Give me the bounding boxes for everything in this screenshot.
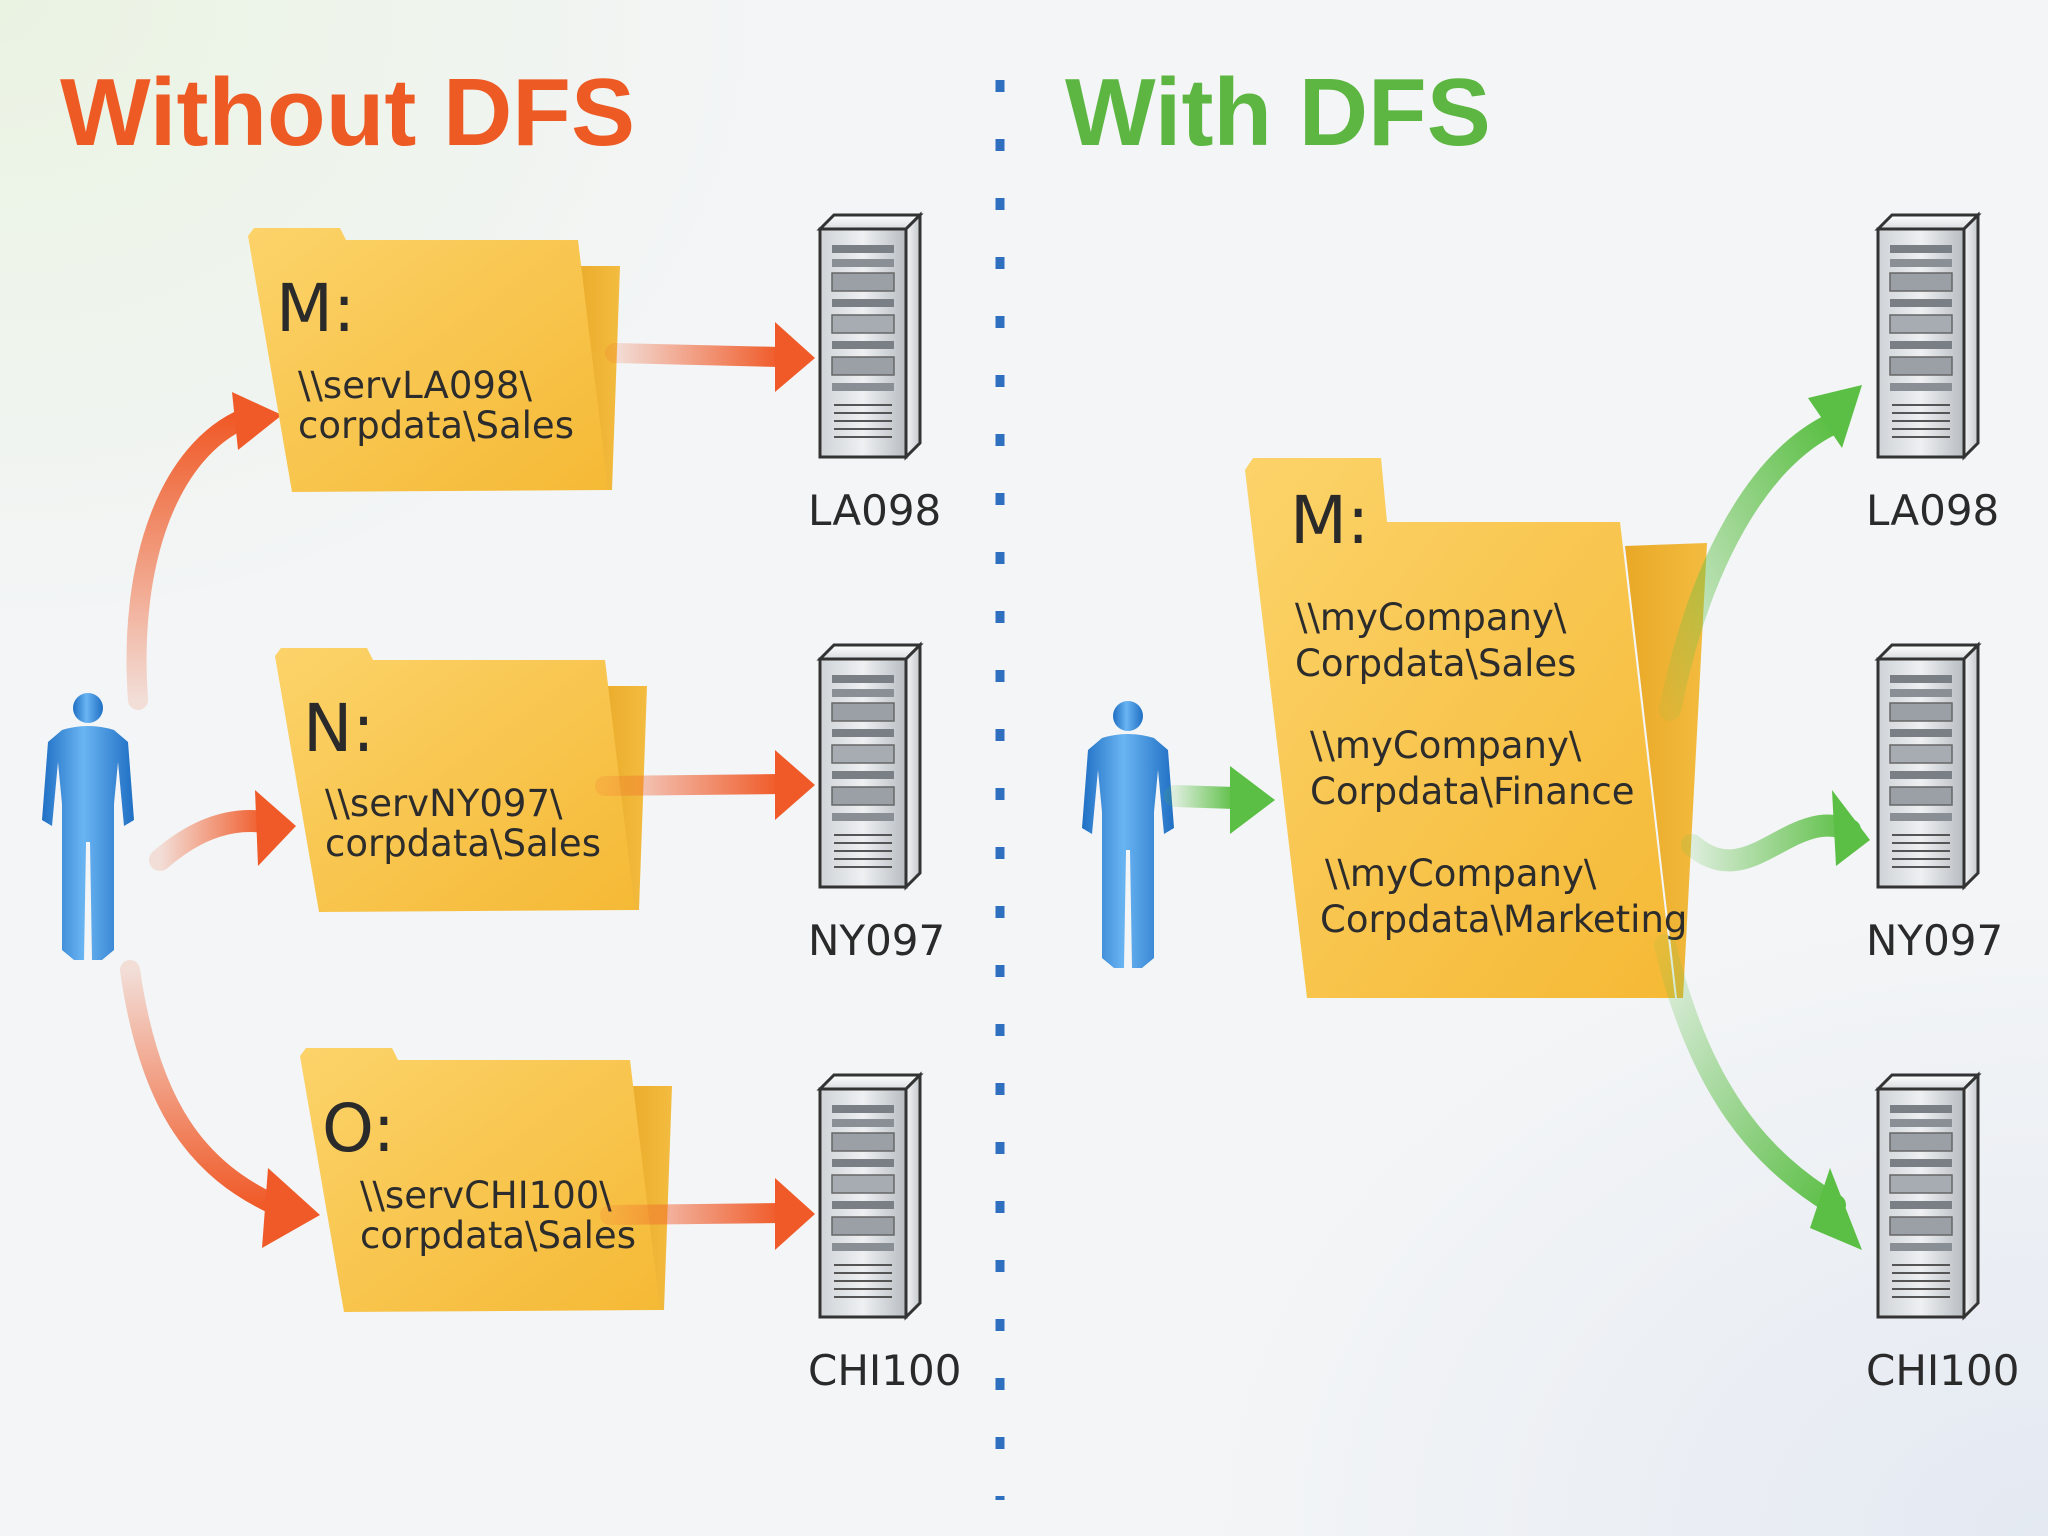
dfs-path-marketing-line1: \\myCompany\ xyxy=(1325,852,1597,895)
server-la098-right xyxy=(1876,213,1980,459)
arrow-user-to-n-drive xyxy=(149,810,276,871)
folder-path-line2: corpdata\Sales xyxy=(325,822,601,865)
arrowhead-chi100-right xyxy=(1810,1168,1862,1250)
arrowhead-chi100 xyxy=(775,1178,815,1250)
server-chi100-left xyxy=(818,1073,922,1319)
user-figure-right xyxy=(1082,701,1174,968)
dfs-path-sales-line1: \\myCompany\ xyxy=(1295,596,1567,639)
server-label-la098-left: LA098 xyxy=(808,486,941,535)
arrowhead-ny097 xyxy=(775,750,815,820)
folder-o-drive: O: \\servCHI100\ corpdata\Sales xyxy=(300,1048,672,1312)
folder-path-line1: \\servNY097\ xyxy=(325,782,563,825)
arrow-m-to-la098 xyxy=(605,343,790,367)
drive-letter: M: xyxy=(1290,482,1369,559)
left-folder-server-arrows xyxy=(595,322,815,1250)
dfs-path-marketing-line2: Corpdata\Marketing xyxy=(1320,898,1687,941)
folder-m-drive: M: \\servLA098\ corpdata\Sales xyxy=(248,228,620,492)
server-label-la098-right: LA098 xyxy=(1866,486,1999,535)
arrow-dfs-to-ny097 xyxy=(1681,814,1861,872)
arrowhead-ny097-right xyxy=(1832,790,1870,866)
arrowhead-la098-right xyxy=(1808,385,1862,448)
arrow-user-to-o-drive xyxy=(120,960,285,1215)
folder-path-line1: \\servCHI100\ xyxy=(360,1174,612,1217)
arrow-dfs-to-chi100 xyxy=(1654,934,1846,1216)
arrowhead-n-drive xyxy=(255,790,296,866)
dfs-path-finance-line1: \\myCompany\ xyxy=(1310,724,1582,767)
arrow-o-to-chi100 xyxy=(600,1203,790,1225)
server-chi100-right xyxy=(1876,1073,1980,1319)
server-label-ny097-left: NY097 xyxy=(808,916,945,965)
drive-letter: N: xyxy=(303,690,375,767)
server-ny097-left xyxy=(818,643,922,889)
folder-path-line2: corpdata\Sales xyxy=(360,1214,636,1257)
arrowhead-o-drive xyxy=(262,1168,320,1248)
dfs-path-finance-line2: Corpdata\Finance xyxy=(1310,770,1635,813)
arrow-user-to-dfs-folder xyxy=(1164,766,1275,834)
user-figure-left xyxy=(42,693,134,960)
server-label-chi100-left: CHI100 xyxy=(808,1346,961,1395)
dfs-namespace-folder: M: \\myCompany\ Corpdata\Sales \\myCompa… xyxy=(1245,458,1707,998)
with-dfs-title: With DFS xyxy=(1065,59,1491,166)
server-ny097-right xyxy=(1876,643,1980,889)
left-user-arrows xyxy=(120,392,320,1248)
dfs-path-sales-line2: Corpdata\Sales xyxy=(1295,642,1576,685)
server-la098-left xyxy=(818,213,922,459)
server-label-chi100-right: CHI100 xyxy=(1866,1346,2019,1395)
arrow-dfs-to-la098 xyxy=(1659,414,1841,721)
folder-n-drive: N: \\servNY097\ corpdata\Sales xyxy=(275,648,647,912)
arrow-n-to-ny097 xyxy=(595,774,790,796)
drive-letter: O: xyxy=(322,1090,395,1167)
without-dfs-title: Without DFS xyxy=(60,59,635,166)
server-label-ny097-right: NY097 xyxy=(1866,916,2003,965)
arrowhead-m-drive xyxy=(232,392,282,450)
folder-path-line2: corpdata\Sales xyxy=(298,404,574,447)
arrow-user-to-m-drive xyxy=(126,408,255,710)
arrowhead-la098 xyxy=(775,322,815,392)
right-folder-server-arrows xyxy=(1654,385,1870,1250)
folder-path-line1: \\servLA098\ xyxy=(298,364,532,407)
drive-letter: M: xyxy=(276,270,355,347)
